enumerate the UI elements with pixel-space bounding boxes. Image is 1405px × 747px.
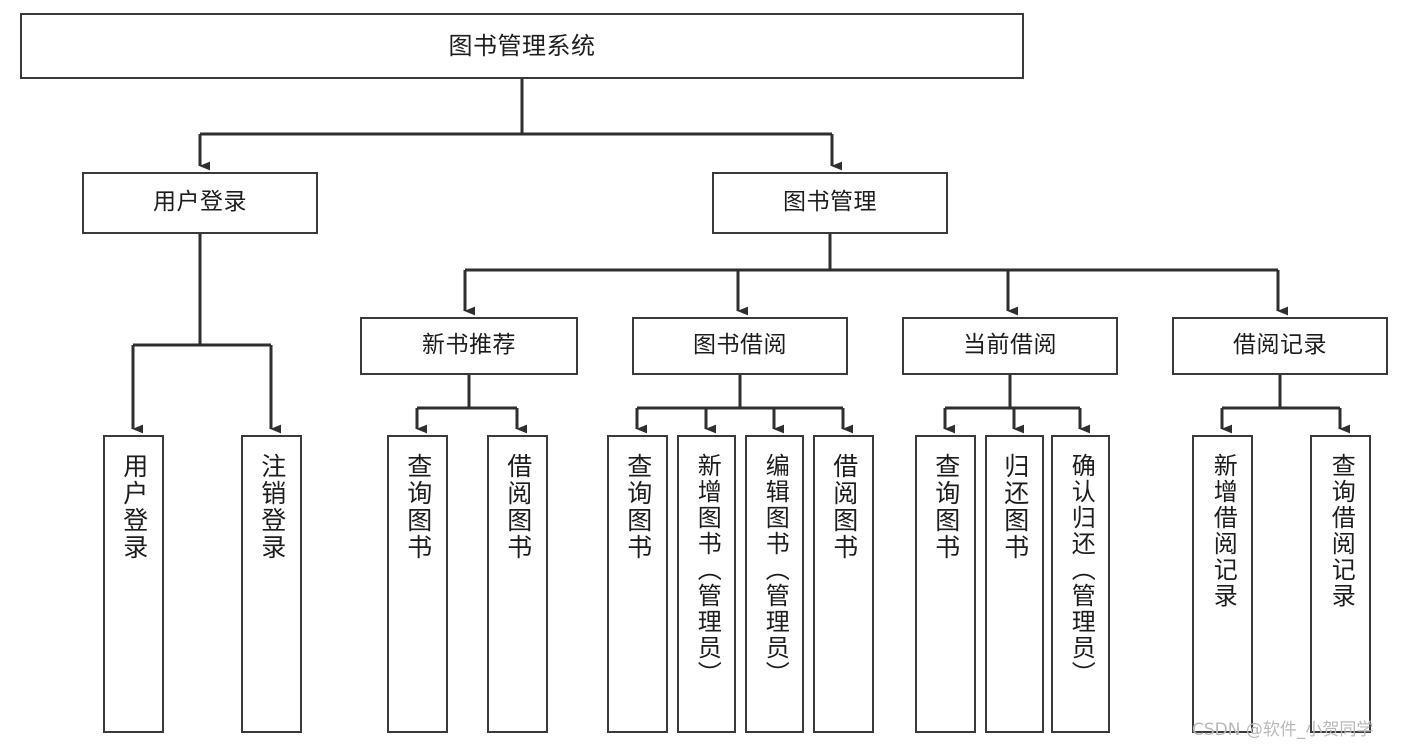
- node-leaf-user-login[interactable]: 用户登录: [103, 435, 164, 733]
- node-leaf-query-record-label: 查询借阅记录: [1327, 453, 1356, 609]
- node-root[interactable]: 图书管理系统: [20, 13, 1024, 79]
- node-leaf-return-book[interactable]: 归还图书: [985, 435, 1044, 733]
- node-book-borrow[interactable]: 图书借阅: [632, 317, 848, 375]
- node-leaf-query-book-rec-label: 查询图书: [403, 453, 433, 561]
- node-leaf-query-book-bb[interactable]: 查询图书: [607, 435, 668, 733]
- node-leaf-query-record[interactable]: 查询借阅记录: [1310, 435, 1371, 733]
- node-borrow-record-label: 借阅记录: [1233, 332, 1327, 359]
- node-borrow-record[interactable]: 借阅记录: [1172, 317, 1388, 375]
- node-new-book-rec-label: 新书推荐: [422, 332, 516, 359]
- node-user-login-label: 用户登录: [153, 189, 247, 216]
- node-leaf-confirm-return-label: 确认归还（管理员）: [1067, 453, 1096, 687]
- node-leaf-query-book-cb[interactable]: 查询图书: [915, 435, 976, 733]
- node-leaf-borrow-book-rec-label: 借阅图书: [503, 453, 533, 561]
- node-book-borrow-label: 图书借阅: [693, 332, 787, 359]
- node-leaf-borrow-book-bb[interactable]: 借阅图书: [813, 435, 874, 733]
- node-user-login[interactable]: 用户登录: [82, 172, 318, 234]
- node-leaf-return-book-label: 归还图书: [1000, 453, 1030, 561]
- node-root-label: 图书管理系统: [448, 31, 596, 60]
- node-leaf-edit-book-label: 编辑图书（管理员）: [761, 453, 790, 687]
- node-new-book-rec[interactable]: 新书推荐: [360, 317, 578, 375]
- node-current-borrow[interactable]: 当前借阅: [902, 317, 1118, 375]
- node-leaf-edit-book[interactable]: 编辑图书（管理员）: [745, 435, 804, 733]
- node-leaf-add-record-label: 新增借阅记录: [1209, 453, 1238, 609]
- node-book-mgmt-label: 图书管理: [783, 189, 877, 216]
- node-current-borrow-label: 当前借阅: [963, 332, 1057, 359]
- node-leaf-query-book-bb-label: 查询图书: [623, 453, 653, 561]
- node-leaf-add-book[interactable]: 新增图书（管理员）: [677, 435, 736, 733]
- node-leaf-query-book-rec[interactable]: 查询图书: [387, 435, 448, 733]
- csdn-watermark: CSDN @软件_小贺同学: [1192, 720, 1374, 740]
- node-leaf-query-book-cb-label: 查询图书: [931, 453, 961, 561]
- node-leaf-logout-label: 注销登录: [257, 453, 287, 561]
- node-leaf-logout[interactable]: 注销登录: [241, 435, 302, 733]
- node-leaf-borrow-book-rec[interactable]: 借阅图书: [487, 435, 548, 733]
- node-leaf-confirm-return[interactable]: 确认归还（管理员）: [1051, 435, 1110, 733]
- node-leaf-add-book-label: 新增图书（管理员）: [693, 453, 722, 687]
- node-leaf-add-record[interactable]: 新增借阅记录: [1192, 435, 1253, 733]
- node-leaf-user-login-label: 用户登录: [119, 453, 149, 561]
- node-leaf-borrow-book-bb-label: 借阅图书: [829, 453, 859, 561]
- node-book-mgmt[interactable]: 图书管理: [712, 172, 948, 234]
